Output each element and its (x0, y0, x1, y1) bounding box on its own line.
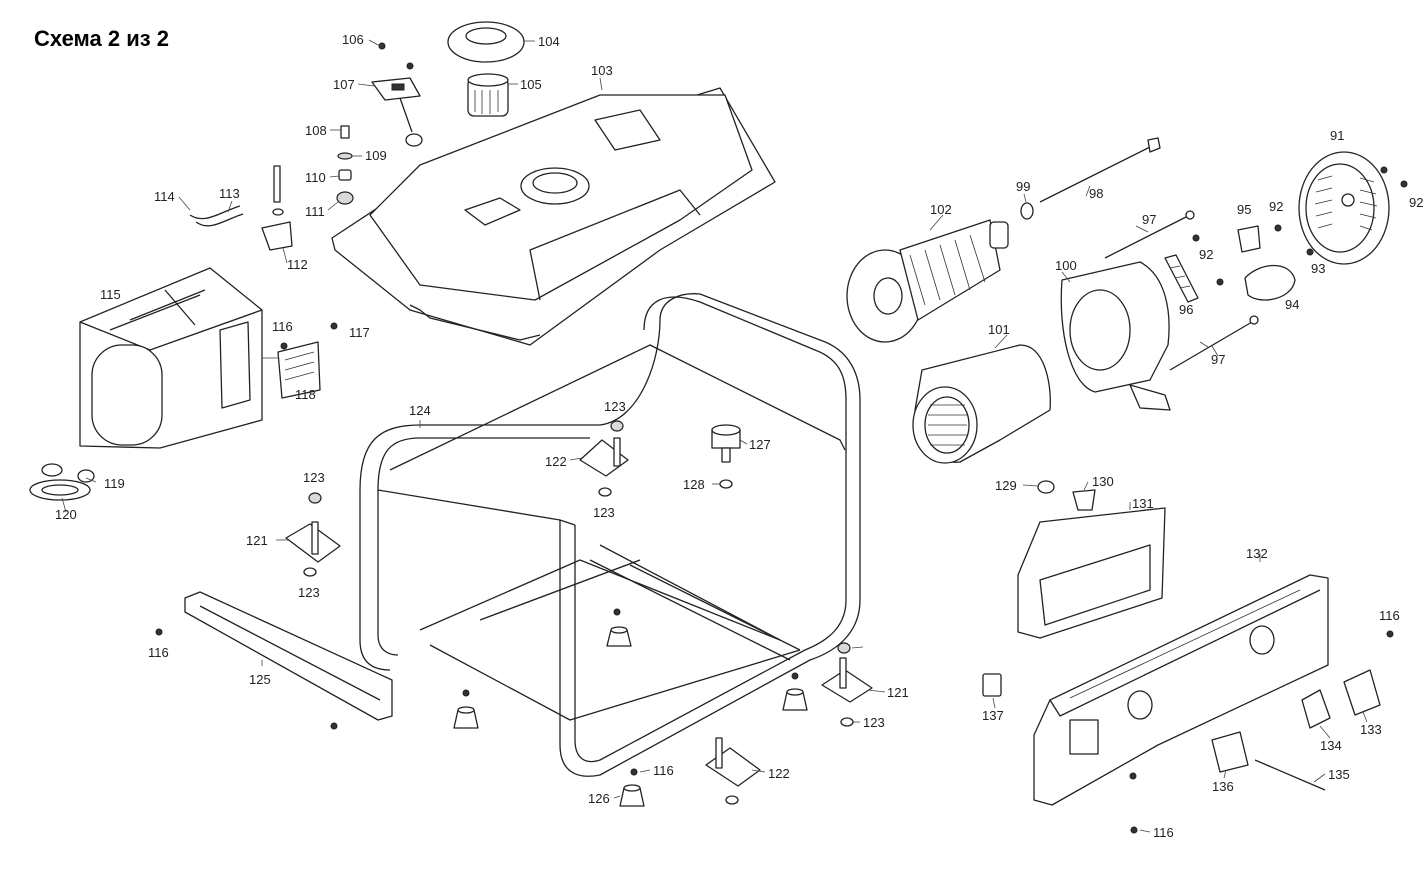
gasket-120 (29, 463, 95, 501)
label-123d: 123 (298, 585, 320, 600)
label-133: 133 (1360, 722, 1382, 737)
label-96: 96 (1179, 302, 1193, 317)
label-137: 137 (982, 708, 1004, 723)
end-cover-91 (1298, 151, 1408, 265)
rotor-102 (846, 219, 1009, 343)
rubber-feet (453, 626, 808, 807)
end-bell-100 (1060, 261, 1171, 411)
label-123a: 123 (303, 470, 325, 485)
label-120: 120 (55, 507, 77, 522)
through-bolts (1039, 137, 1259, 371)
label-108: 108 (305, 123, 327, 138)
label-94: 94 (1285, 297, 1299, 312)
label-93: 93 (1311, 261, 1325, 276)
label-110: 110 (305, 170, 326, 185)
label-122a: 122 (545, 454, 567, 469)
label-123b: 123 (604, 399, 626, 414)
label-104: 104 (538, 34, 560, 49)
label-115: 115 (100, 287, 121, 302)
fuel-valve (189, 165, 293, 251)
label-132: 132 (1246, 546, 1268, 561)
label-111: 111 (305, 204, 325, 219)
label-112: 112 (287, 257, 308, 272)
label-116c: 116 (653, 763, 674, 778)
label-105: 105 (520, 77, 542, 92)
panel-frame-131 (1017, 507, 1166, 639)
label-100: 100 (1055, 258, 1077, 273)
washer-99 (1020, 202, 1034, 220)
part-labels: 106 104 107 105 103 108 109 110 111 114 … (55, 32, 1423, 840)
label-121a: 121 (246, 533, 268, 548)
label-102: 102 (930, 202, 952, 217)
label-116d: 116 (1379, 608, 1400, 623)
label-119: 119 (104, 476, 125, 491)
label-113: 113 (219, 186, 240, 201)
label-114: 114 (154, 189, 175, 204)
leader-lines (61, 39, 1368, 833)
label-123c: 123 (593, 505, 615, 520)
brush-holder-96 (1164, 254, 1199, 303)
stator-101 (912, 344, 1051, 464)
label-131: 131 (1132, 496, 1154, 511)
label-136: 136 (1212, 779, 1234, 794)
fuel-gauge (371, 77, 423, 147)
label-123e: 123 (863, 715, 885, 730)
label-122b: 122 (768, 766, 790, 781)
label-92b: 92 (1409, 195, 1423, 210)
label-124: 124 (409, 403, 431, 418)
fuel-tank (331, 87, 776, 346)
label-121b: 121 (887, 685, 909, 700)
label-97b: 97 (1211, 352, 1225, 367)
label-127: 127 (749, 437, 771, 452)
label-103: 103 (591, 63, 613, 78)
page-title: Схема 2 из 2 (34, 26, 170, 51)
control-box (79, 267, 263, 449)
label-118: 118 (295, 387, 316, 402)
label-116: 116 (272, 319, 293, 334)
label-134: 134 (1320, 738, 1342, 753)
frame-rail-125 (184, 591, 393, 721)
fuel-cap (447, 21, 525, 63)
label-99: 99 (1016, 179, 1030, 194)
engine-mounts (285, 424, 873, 787)
label-128: 128 (683, 477, 705, 492)
label-116b: 116 (148, 645, 169, 660)
label-107: 107 (333, 77, 355, 92)
label-116e: 116 (1153, 825, 1174, 840)
nuts-washers (155, 322, 1394, 834)
label-95: 95 (1237, 202, 1251, 217)
control-panel-132 (1033, 574, 1329, 806)
label-98: 98 (1089, 186, 1103, 201)
label-126: 126 (588, 791, 610, 806)
label-135: 135 (1328, 767, 1350, 782)
label-91: 91 (1330, 128, 1344, 143)
panel-components (982, 480, 1381, 791)
label-101: 101 (988, 322, 1010, 337)
bracket-118 (277, 341, 321, 399)
label-97a: 97 (1142, 212, 1156, 227)
label-106: 106 (342, 32, 364, 47)
label-92a: 92 (1269, 199, 1283, 214)
small-fasteners-top (336, 42, 414, 205)
fuel-strainer (467, 73, 509, 117)
label-117: 117 (349, 325, 370, 340)
label-109: 109 (365, 148, 387, 163)
label-92c: 92 (1199, 247, 1213, 262)
label-130: 130 (1092, 474, 1114, 489)
label-125: 125 (249, 672, 271, 687)
parts-95-94 (1192, 224, 1314, 301)
label-129: 129 (995, 478, 1017, 493)
frame (359, 293, 861, 777)
